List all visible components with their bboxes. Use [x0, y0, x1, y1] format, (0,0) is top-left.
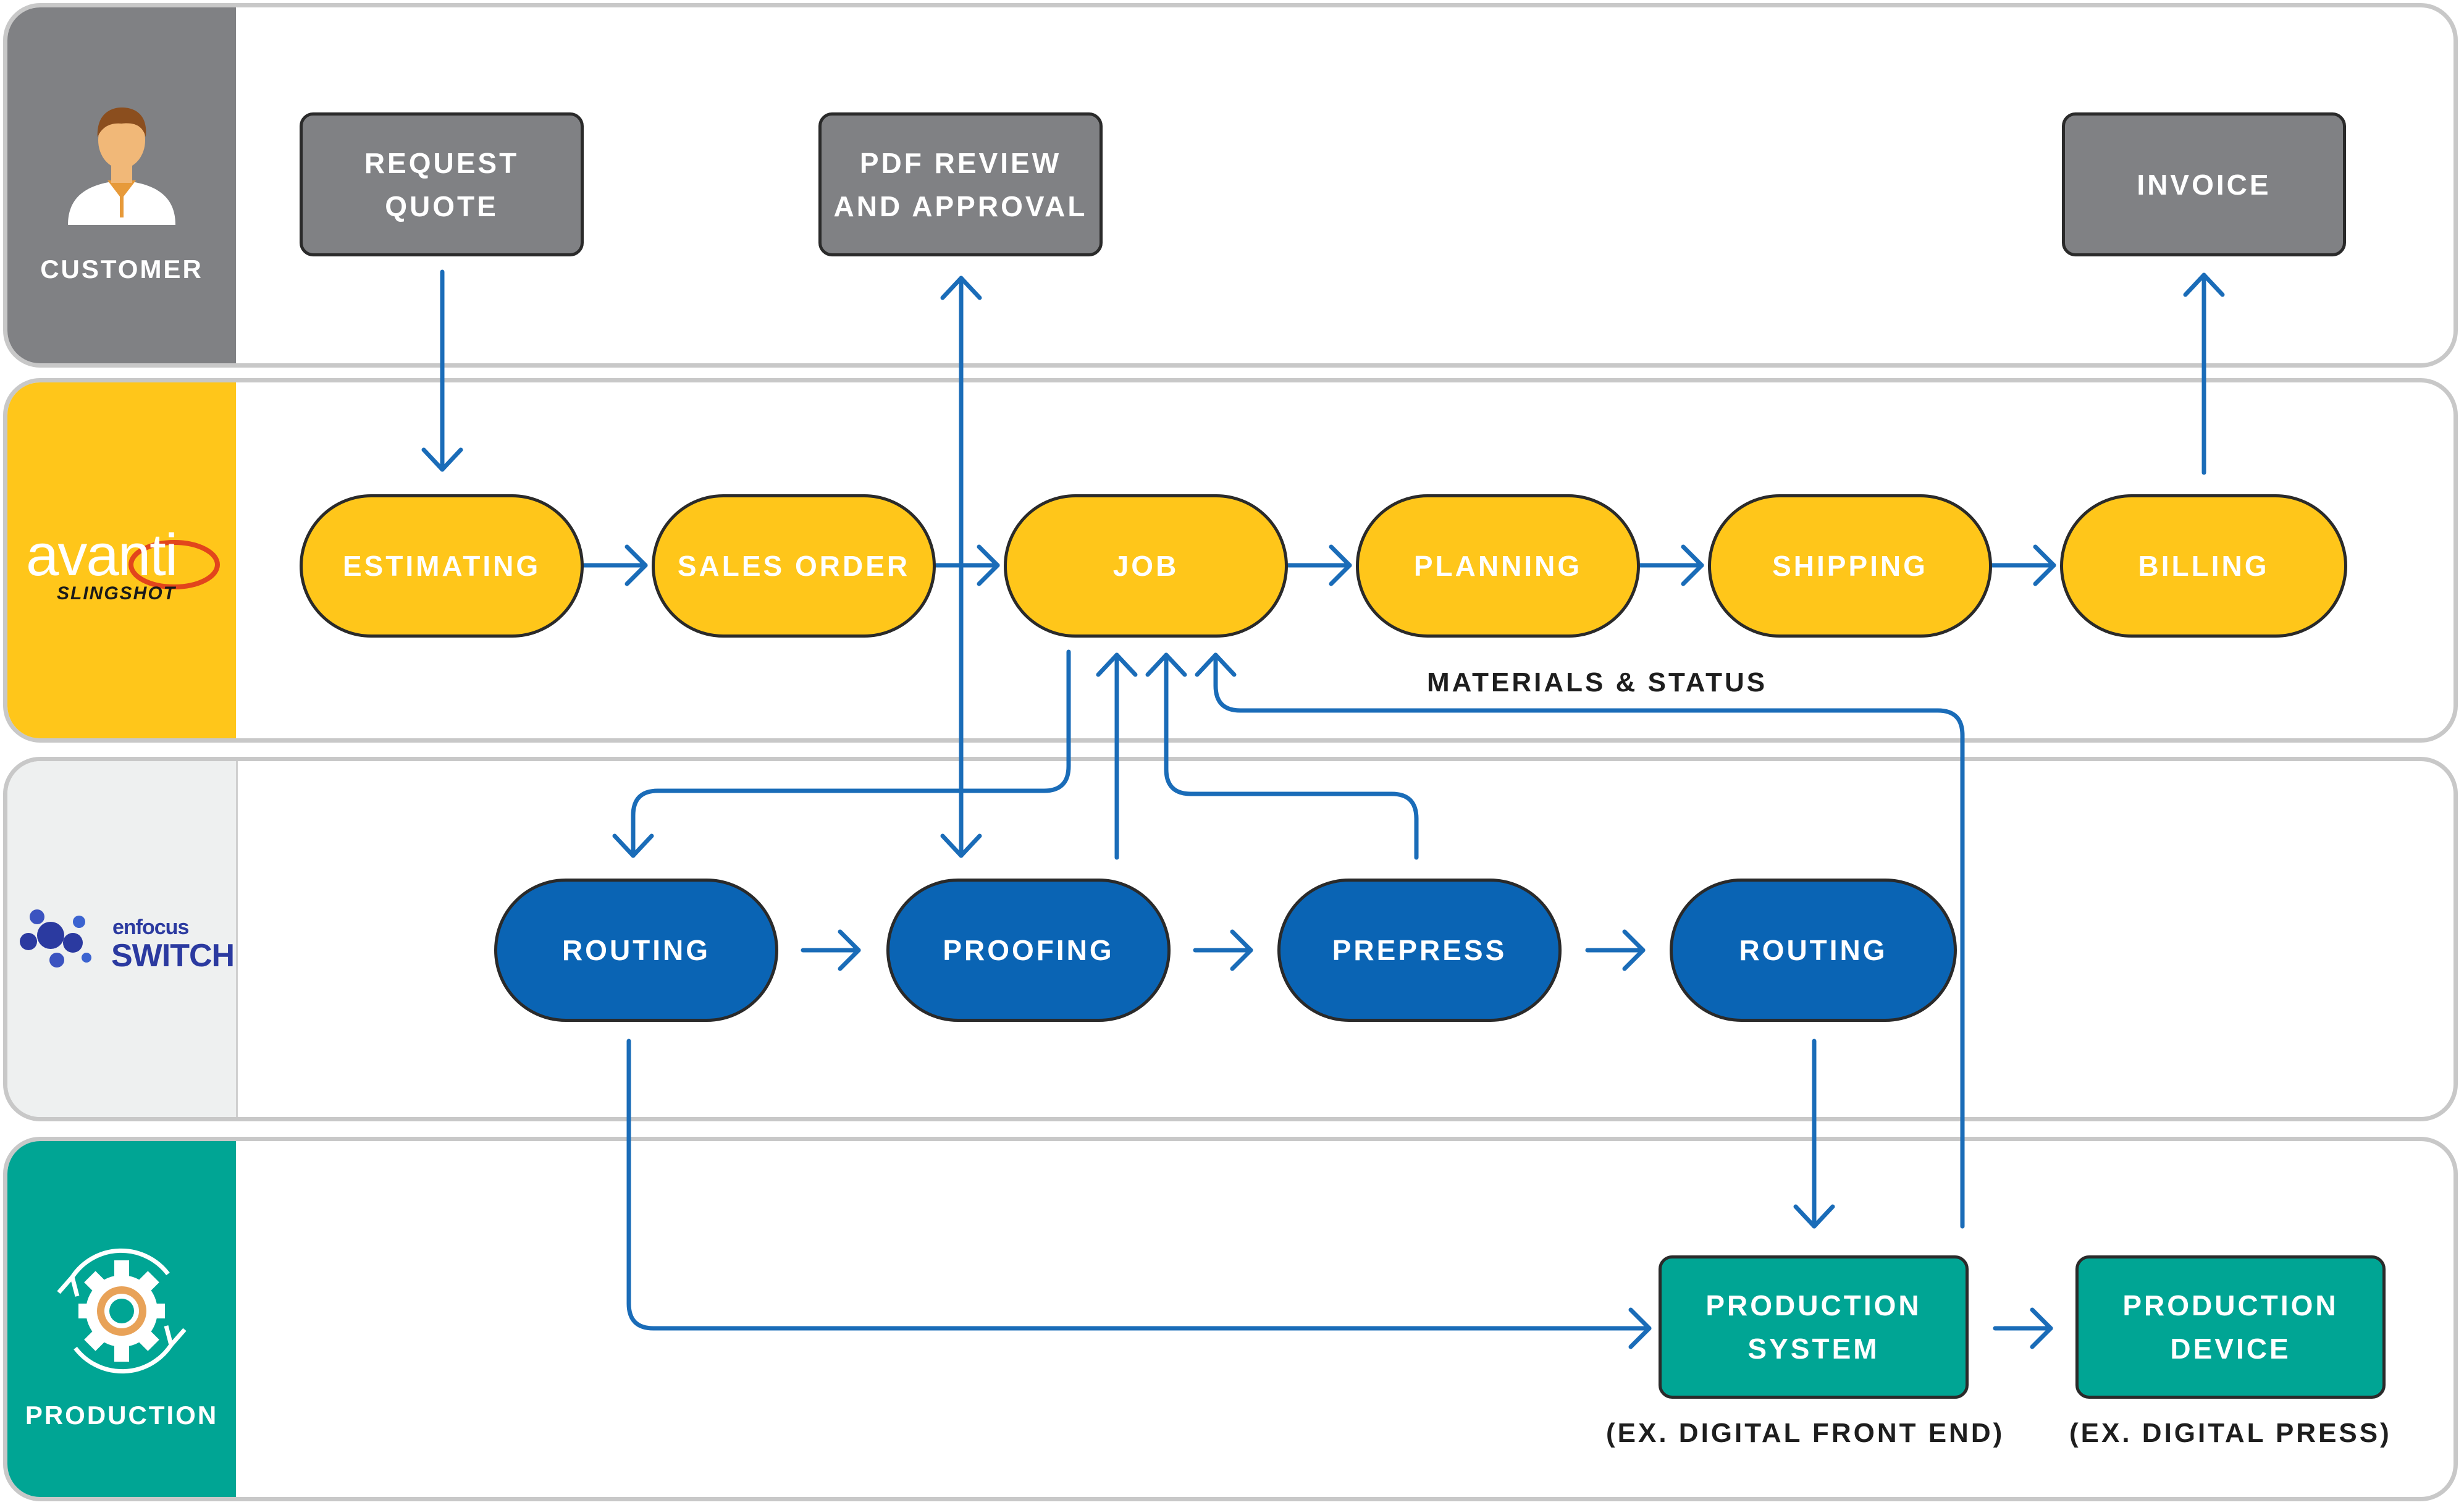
arrow-system-to-device [1993, 1307, 2053, 1349]
arrow-prepress-routing [1585, 929, 1646, 971]
billing-node[interactable]: BILLING [2060, 494, 2347, 638]
proofing-node[interactable]: PROOFING [886, 879, 1171, 1022]
production-system-line2: SYSTEM [1747, 1333, 1880, 1365]
pdf-review-line1: PDF REVIEW [859, 146, 1062, 179]
prepress-label: PREPRESS [1332, 934, 1507, 966]
request-quote-box[interactable]: REQUEST QUOTE [300, 112, 584, 256]
production-device-box[interactable]: PRODUCTION DEVICE [2075, 1255, 2386, 1399]
enfocus-logo-bottom: SWITCH [111, 938, 235, 974]
arrow-materials-status [1195, 652, 1965, 1229]
gear-cycle-icon [57, 1248, 187, 1374]
arrow-routing-proofing [801, 929, 861, 971]
shipping-label: SHIPPING [1772, 550, 1928, 582]
arrow-billing-to-invoice [2183, 272, 2225, 475]
production-system-line1: PRODUCTION [1705, 1289, 1922, 1322]
planning-label: PLANNING [1413, 550, 1583, 582]
customer-header: CUSTOMER [7, 7, 236, 363]
digital-press-caption: (EX. DIGITAL PRESS) [2069, 1418, 2392, 1448]
arrow-proofing-prepress [1193, 929, 1253, 971]
enfocus-logo-top: enfocus [112, 916, 189, 939]
materials-status-caption: MATERIALS & STATUS [1427, 667, 1768, 698]
arrow-estimating-sales [581, 544, 648, 586]
planning-node[interactable]: PLANNING [1356, 494, 1640, 638]
production-device-line1: PRODUCTION [2122, 1289, 2339, 1322]
avanti-logo-main: avanti [26, 522, 178, 588]
routing-2-label: ROUTING [1739, 934, 1888, 966]
arrow-routing2-to-production [1793, 1039, 1835, 1229]
billing-label: BILLING [2138, 550, 2269, 582]
request-quote-line2: QUOTE [385, 190, 498, 222]
request-quote-line1: REQUEST [364, 146, 519, 179]
production-header: PRODUCTION [7, 1141, 236, 1497]
job-node[interactable]: JOB [1004, 494, 1288, 638]
avanti-slingshot-logo [128, 540, 220, 589]
pdf-review-line2: AND APPROVAL [833, 190, 1088, 222]
avanti-header: avanti SLINGSHOT [7, 382, 236, 738]
sales-order-label: SALES ORDER [677, 550, 910, 582]
enfocus-header: enfocus SWITCH [7, 761, 238, 1117]
avanti-logo-sub: SLINGSHOT [57, 583, 177, 604]
arrow-sales-job [933, 544, 1000, 586]
arrow-proofing-to-job [1096, 652, 1138, 860]
arrow-quote-to-estimating [421, 269, 463, 472]
shipping-node[interactable]: SHIPPING [1708, 494, 1992, 638]
person-icon [68, 108, 175, 225]
arrow-shipping-billing [1990, 544, 2056, 586]
routing-1-label: ROUTING [561, 934, 711, 966]
lane-enfocus: enfocus SWITCH [3, 757, 2458, 1121]
proofing-label: PROOFING [943, 934, 1114, 966]
estimating-label: ESTIMATING [342, 550, 541, 582]
pdf-review-box[interactable]: PDF REVIEW AND APPROVAL [818, 112, 1103, 256]
sales-order-node[interactable]: SALES ORDER [652, 494, 936, 638]
front-end-caption: (EX. DIGITAL FRONT END) [1606, 1418, 2005, 1448]
production-device-line2: DEVICE [2170, 1333, 2291, 1365]
prepress-node[interactable]: PREPRESS [1277, 879, 1562, 1022]
arrow-routing-to-production [626, 1039, 1652, 1349]
job-label: JOB [1112, 550, 1179, 582]
lane-production: PRODUCTION [3, 1137, 2458, 1501]
arrow-prepress-to-job [1145, 652, 1419, 860]
production-system-box[interactable]: PRODUCTION SYSTEM [1659, 1255, 1969, 1399]
routing-node-2[interactable]: ROUTING [1670, 879, 1957, 1022]
routing-node-1[interactable]: ROUTING [494, 879, 778, 1022]
estimating-node[interactable]: ESTIMATING [300, 494, 584, 638]
arrow-planning-shipping [1638, 544, 1704, 586]
arrow-job-planning [1285, 544, 1352, 586]
invoice-box[interactable]: INVOICE [2062, 112, 2346, 256]
enfocus-switch-logo [20, 909, 91, 968]
customer-label: CUSTOMER [40, 255, 203, 284]
arrow-job-to-routing [612, 649, 1071, 858]
production-label: PRODUCTION [25, 1401, 219, 1430]
invoice-label: INVOICE [2137, 168, 2271, 201]
